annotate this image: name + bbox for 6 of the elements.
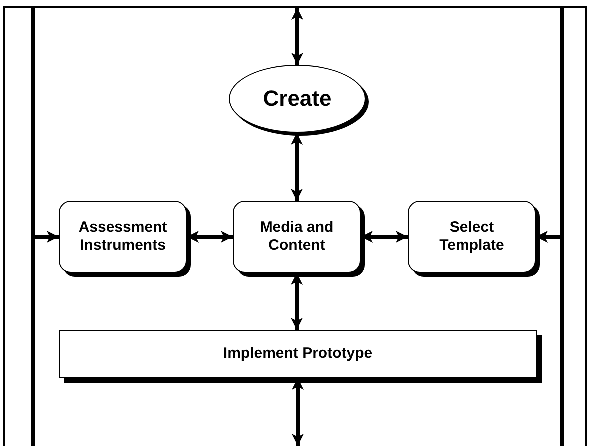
- arrow: [35, 231, 59, 243]
- process-ellipse: Create: [229, 65, 366, 133]
- arrow: [291, 133, 303, 201]
- arrow: [292, 8, 304, 65]
- vertical-bar: [560, 7, 564, 446]
- vertical-bar: [31, 7, 35, 446]
